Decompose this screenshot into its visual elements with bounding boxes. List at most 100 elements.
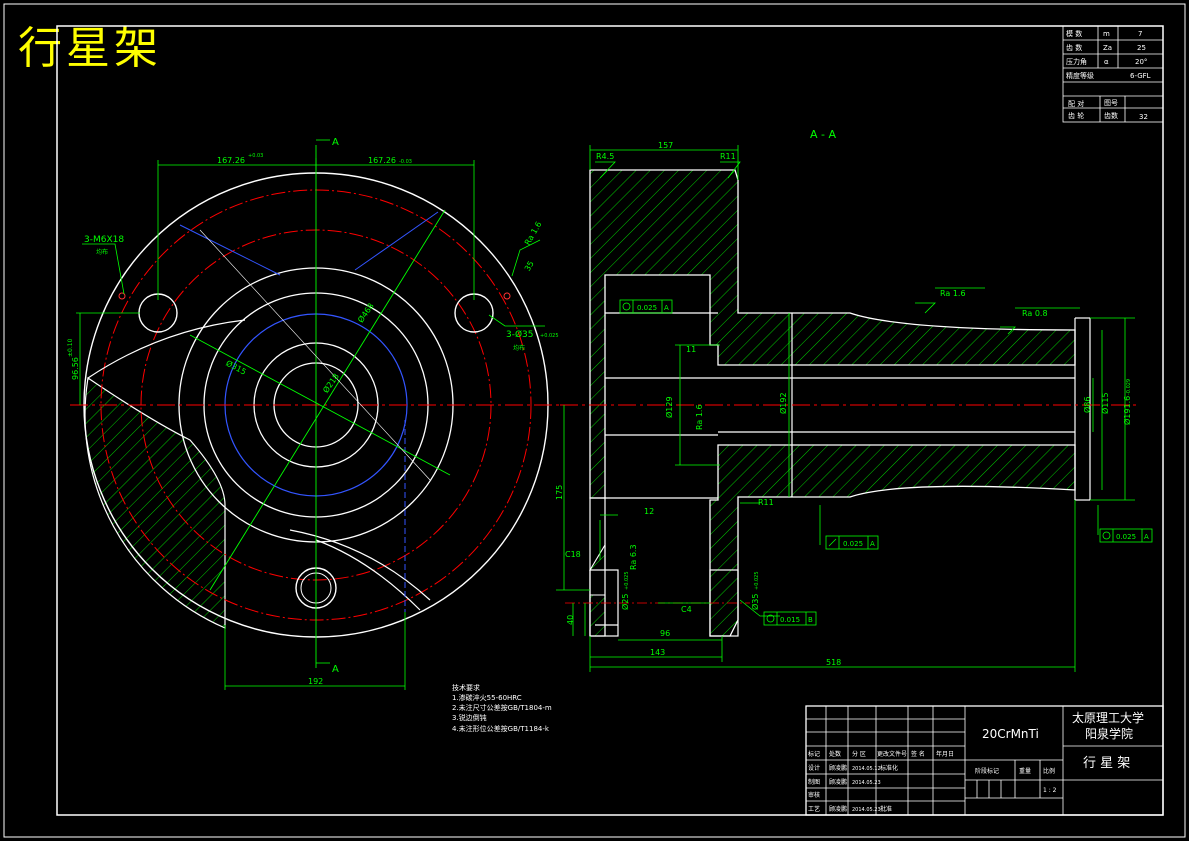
tb-header-0: 标记 bbox=[808, 750, 820, 758]
tb-row-extra-3: 批准 bbox=[880, 805, 892, 813]
gtol4-ref: B bbox=[808, 616, 813, 624]
web-curve-bottom bbox=[315, 539, 421, 611]
tb-header-1: 处数 bbox=[829, 750, 841, 758]
bolt-hole-left bbox=[118, 292, 126, 300]
tb-weight-label: 重量 bbox=[1019, 767, 1031, 775]
dim-pin-tol: +0.025 bbox=[540, 333, 559, 339]
tech-note-2: 2.未注尺寸公差按GB/T1804-m bbox=[452, 703, 552, 712]
dim-top-w: 157 bbox=[658, 141, 673, 150]
param-value-1: 25 bbox=[1137, 44, 1146, 52]
dim-pin-note: 均布 bbox=[513, 344, 525, 352]
gtol1-value: 0.025 bbox=[637, 304, 657, 312]
front-dimensions bbox=[76, 139, 545, 690]
roughness-ra2: Ra 0.8 bbox=[1022, 309, 1048, 318]
pair-key-0: 图号 bbox=[1104, 99, 1118, 107]
dim-d115: Ø115 bbox=[1100, 392, 1110, 414]
roughness-ra4: Ra 6.3 bbox=[629, 544, 638, 570]
dim-c4: C4 bbox=[681, 605, 692, 614]
dim-d192: Ø192 bbox=[778, 392, 788, 414]
section-label: A - A bbox=[810, 128, 836, 141]
dim-d35-tol: +0.025 bbox=[754, 571, 760, 590]
tb-row-name-1: 顾凌鹏 bbox=[829, 778, 847, 786]
dim-w12: 12 bbox=[644, 507, 654, 516]
param-name-2: 压力角 bbox=[1066, 57, 1087, 66]
tb-header-2: 分 区 bbox=[852, 750, 866, 758]
dim-d-outer: Ø468 bbox=[355, 301, 376, 324]
dim-bottom-w: 192 bbox=[308, 677, 323, 686]
dim-half-left: 167.26 bbox=[217, 156, 245, 165]
dim-w11: 11 bbox=[686, 345, 696, 354]
dim-w143: 143 bbox=[650, 648, 665, 657]
tb-stage-label: 阶段标记 bbox=[975, 767, 999, 775]
tb-school-1: 太原理工大学 bbox=[1072, 710, 1144, 725]
dim-r-right: R11 bbox=[720, 152, 736, 161]
gtol4-value: 0.015 bbox=[780, 616, 800, 624]
tb-part-name: 行 星 架 bbox=[1083, 756, 1130, 771]
param-name-0: 模 数 bbox=[1066, 29, 1082, 38]
section-mark-a-top: A bbox=[332, 137, 339, 148]
dim-r-left: R4.5 bbox=[596, 152, 614, 161]
tb-row-role-3: 工艺 bbox=[808, 805, 820, 813]
dim-h175: 175 bbox=[555, 485, 564, 500]
tb-row-date-0: 2014.05.12 bbox=[852, 766, 881, 772]
tb-header-5: 年月日 bbox=[936, 750, 954, 758]
section-dimensions bbox=[556, 145, 1135, 672]
param-symbol-1: Za bbox=[1103, 44, 1112, 52]
pair-value-1: 32 bbox=[1139, 113, 1148, 121]
tb-school-2: 阳泉学院 bbox=[1085, 726, 1133, 741]
param-symbol-2: α bbox=[1104, 58, 1109, 66]
dim-w40: 40 bbox=[566, 615, 575, 625]
sheet-border-outer bbox=[3, 3, 1186, 838]
section-chamfer-left bbox=[589, 543, 606, 637]
section-body-lower bbox=[709, 444, 1076, 637]
dim-d1916-tol: -0.029 bbox=[1126, 379, 1132, 395]
bolt-hole-right bbox=[503, 292, 511, 300]
tb-material: 20CrMnTi bbox=[982, 727, 1039, 741]
dim-d25: Ø25 bbox=[620, 594, 630, 610]
front-diag-2 bbox=[209, 209, 446, 591]
tech-note-4: 4.未注形位公差按GB/T1184-k bbox=[452, 724, 550, 733]
roughness-ra1: Ra 1.6 bbox=[940, 289, 966, 298]
gtol3-value: 0.025 bbox=[1116, 533, 1136, 541]
front-diag-3 bbox=[199, 229, 431, 481]
param-value-3: 6-GFL bbox=[1130, 72, 1151, 80]
dim-half-left-tol: +0.03 bbox=[248, 153, 263, 159]
dim-left-h-tol: ±0.10 bbox=[67, 338, 74, 357]
dim-d129: Ø129 bbox=[664, 396, 674, 418]
pair-name-1: 齿 轮 bbox=[1068, 111, 1084, 120]
dim-d35: Ø35 bbox=[750, 594, 760, 610]
section-view bbox=[560, 169, 1140, 637]
roughness-front: Ra 1.6 bbox=[523, 220, 544, 247]
gtol2-value: 0.025 bbox=[843, 540, 863, 548]
tech-note-1: 1.渗碳淬火55-60HRC bbox=[452, 693, 522, 702]
drawing-title: 行星架 bbox=[18, 23, 162, 74]
param-value-0: 7 bbox=[1138, 30, 1142, 38]
dim-d25-tol: +0.025 bbox=[624, 571, 630, 590]
dim-bolt-note: 均布 bbox=[96, 248, 108, 256]
section-mark-a-bottom: A bbox=[332, 664, 339, 675]
web-curve-bottom2 bbox=[289, 529, 431, 601]
dim-r-bottom: R11 bbox=[758, 498, 774, 507]
tb-header-4: 签 名 bbox=[911, 750, 925, 758]
web-curve-left bbox=[87, 319, 246, 379]
gtol1-ref: A bbox=[664, 304, 669, 312]
dim-w518: 518 bbox=[826, 658, 841, 667]
gear-param-table bbox=[1062, 25, 1164, 123]
dim-half-right-tol: -0.03 bbox=[399, 159, 412, 165]
tb-row-role-1: 制图 bbox=[808, 778, 820, 786]
dim-w96: 96 bbox=[660, 629, 670, 638]
tb-row-date-1: 2014.05.23 bbox=[852, 780, 881, 786]
dim-small-35: 35 bbox=[523, 259, 536, 272]
dim-d86: Ø86 bbox=[1082, 397, 1092, 413]
hidden-line-2 bbox=[354, 211, 439, 271]
tech-note-3: 3.锐边倒钝 bbox=[452, 713, 487, 722]
param-value-2: 20° bbox=[1135, 58, 1147, 66]
geo-tolerance-frames bbox=[619, 299, 1153, 626]
tb-row-role-0: 设计 bbox=[808, 764, 820, 772]
hidden-line-1 bbox=[179, 224, 281, 276]
front-view bbox=[70, 145, 575, 668]
dim-left-h: 96.56 bbox=[71, 357, 80, 380]
dim-pin-holes: 3-Ø35 bbox=[506, 329, 534, 340]
tb-row-role-2: 审核 bbox=[808, 791, 820, 799]
